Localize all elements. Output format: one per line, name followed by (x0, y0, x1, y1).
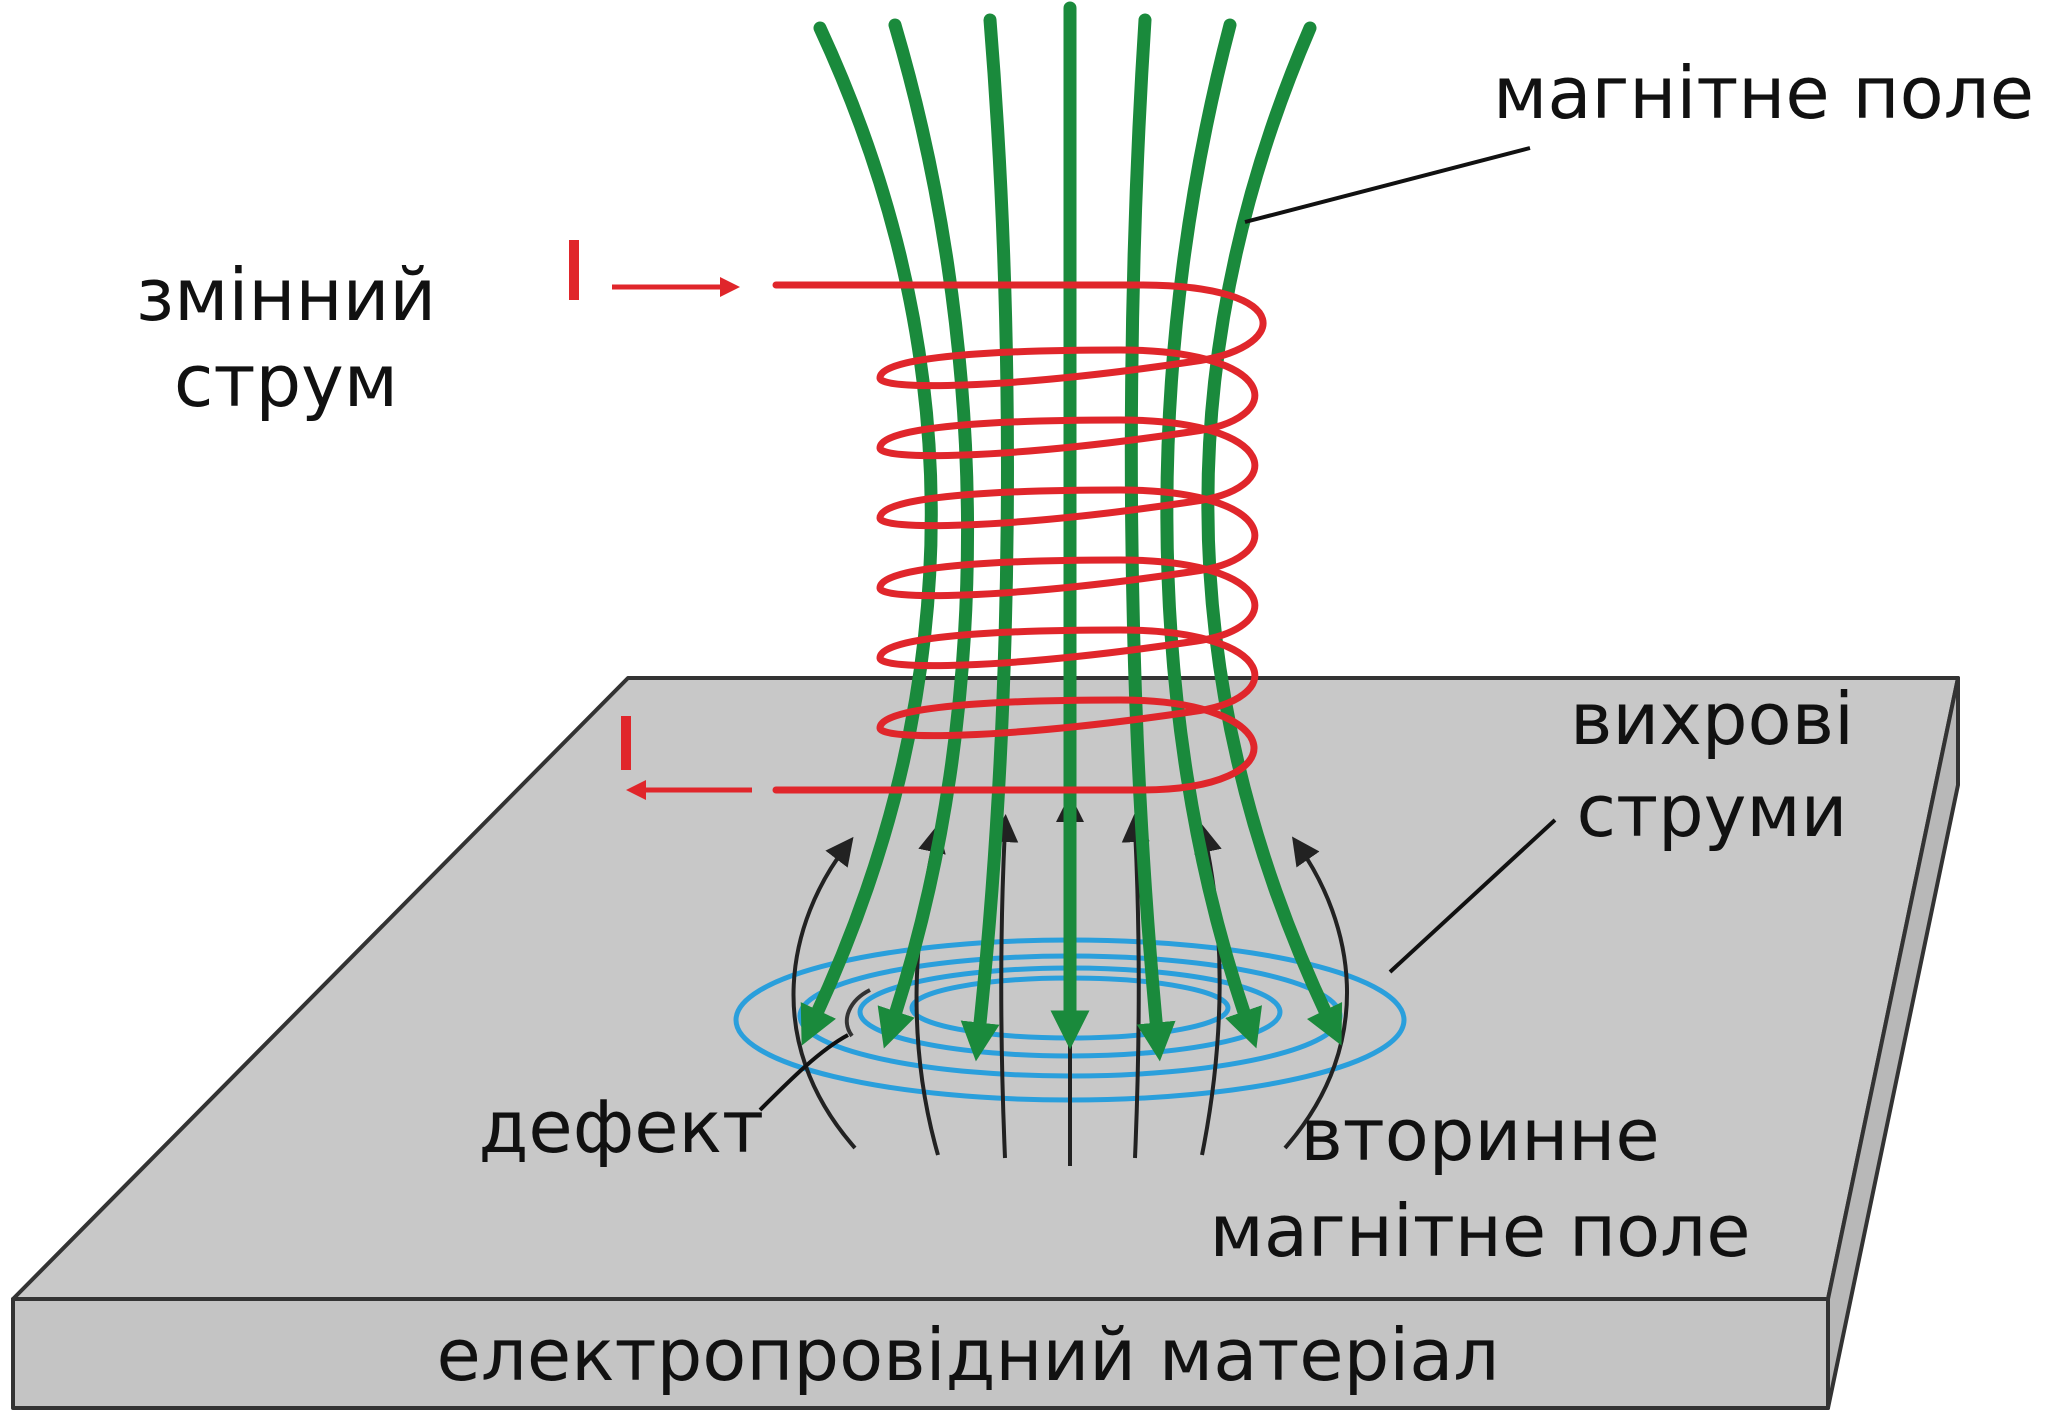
label-eddy-currents-line1: вихрові (1570, 677, 1854, 761)
label-alternating-current-line2: струм (174, 339, 398, 423)
label-secondary-field-line2: магнітне поле (1210, 1189, 1751, 1273)
plate-side-face (1826, 676, 1960, 1410)
coil (772, 281, 1267, 794)
label-material: електропровідний матеріал (437, 1313, 1500, 1397)
field-line (1160, 18, 1263, 1049)
field-line (1124, 13, 1176, 1062)
leader-magnetic-field (1244, 146, 1531, 224)
current-arrows (569, 240, 752, 800)
secondary-field-line (1283, 836, 1350, 1150)
defect-mark (844, 988, 871, 1038)
coil-turn (876, 416, 1259, 506)
secondary-field-line (1121, 814, 1150, 1159)
coil-turn (876, 346, 1259, 436)
field-line (960, 13, 1014, 1062)
coil-turn (772, 696, 1258, 794)
leader-lines (758, 146, 1557, 1112)
coil-turn (876, 556, 1259, 646)
coil-turn (876, 626, 1259, 716)
leader-defect (758, 1033, 849, 1112)
coil-turn (876, 486, 1259, 576)
secondary-field-line (791, 836, 857, 1150)
field-line (800, 21, 938, 1046)
label-eddy-currents-line2: струми (1577, 769, 1848, 853)
leader-eddy-currents (1388, 818, 1557, 974)
label-secondary-field-line1: вторинне (1300, 1093, 1659, 1177)
secondary-field-line (990, 814, 1019, 1159)
field-line (877, 18, 975, 1049)
label-magnetic-field: магнітне поле (1493, 51, 2034, 135)
label-defect: дефект (479, 1085, 764, 1169)
coil-lead-in (772, 281, 1267, 366)
label-alternating-current-line1: змінний (136, 253, 436, 337)
field-line (1201, 21, 1343, 1046)
